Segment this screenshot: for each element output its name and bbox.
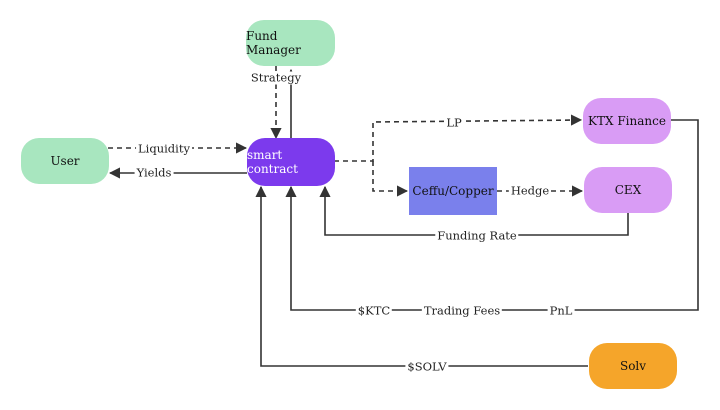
edge-lp bbox=[334, 114, 583, 162]
smart-contract-label: smart contract bbox=[247, 148, 298, 176]
ceffu-copper-label: Ceffu/Copper bbox=[412, 184, 494, 198]
edge-label-yields: Yields bbox=[134, 165, 174, 180]
edge-label-funding-rate: Funding Rate bbox=[435, 228, 519, 243]
solv-label: Solv bbox=[619, 359, 647, 373]
ceffu-copper-node: Ceffu/Copper bbox=[409, 167, 497, 215]
edge-label-ktc: $KTC bbox=[355, 303, 393, 318]
fund-manager-label: Fund Manager bbox=[246, 29, 301, 57]
edge-label-liquidity: Liquidity bbox=[136, 141, 192, 156]
solv-node: Solv bbox=[589, 343, 677, 389]
ktx-finance-label: KTX Finance bbox=[588, 114, 666, 128]
edge-label-pnl: PnL bbox=[547, 303, 575, 318]
edge-label-hedge: Hedge bbox=[508, 183, 552, 198]
edge-label-lp: LP bbox=[444, 115, 464, 130]
user-label: User bbox=[50, 154, 80, 168]
smart-contract-node: smart contract bbox=[247, 138, 335, 186]
fund-manager-node: Fund Manager bbox=[246, 20, 335, 66]
edge-ktc-fees-pnl bbox=[285, 119, 699, 311]
edge-label-trading-fees: Trading Fees bbox=[421, 303, 503, 318]
edge-label-solv: $SOLV bbox=[405, 359, 449, 374]
user-node: User bbox=[21, 138, 109, 184]
edge-solv bbox=[255, 185, 588, 367]
cex-label: CEX bbox=[614, 183, 642, 197]
edge-label-strategy: Strategy bbox=[248, 70, 304, 85]
edge-to-ceffu bbox=[372, 161, 409, 197]
cex-node: CEX bbox=[584, 167, 672, 213]
ktx-finance-node: KTX Finance bbox=[583, 98, 671, 144]
